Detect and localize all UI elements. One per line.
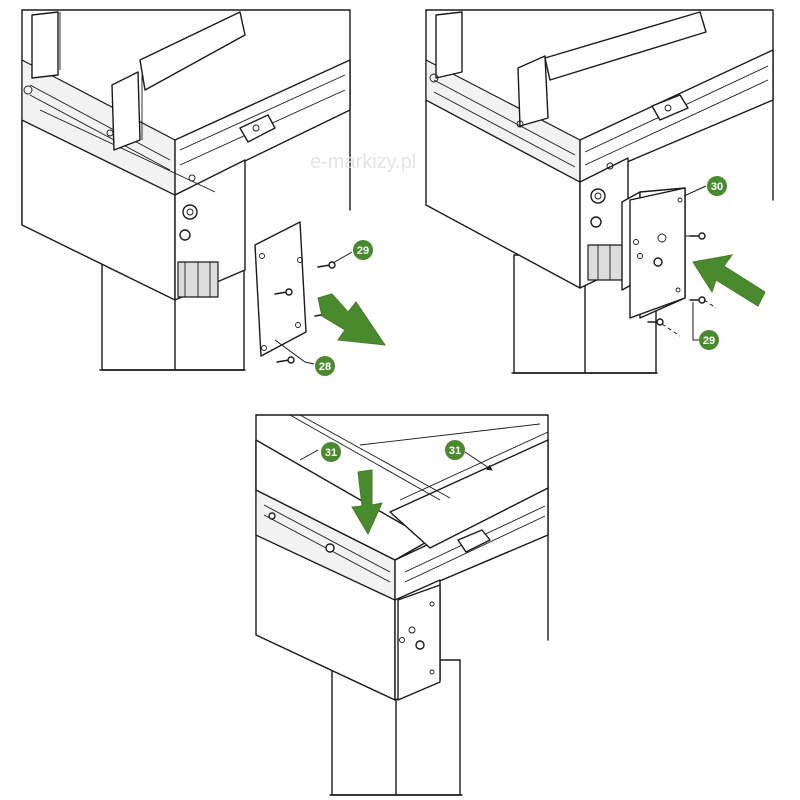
- panel-3-insert-profiles: 31 31: [255, 414, 549, 796]
- cover-plate: [254, 221, 307, 357]
- panel-2-install-end-cap: 30 29: [425, 9, 774, 374]
- direction-arrow-icon: [317, 293, 387, 346]
- callout-label: 30: [711, 181, 723, 193]
- screw-icon: [647, 318, 681, 337]
- callout-badge: [353, 240, 373, 260]
- callout-badge: [707, 176, 727, 196]
- callout-label: 28: [319, 361, 331, 373]
- direction-arrow-icon: [692, 254, 766, 307]
- callout-badge: [699, 330, 719, 350]
- panel-1-remove-cover-plate: 29 28: [21, 9, 387, 376]
- callout-badge: [315, 356, 335, 376]
- callout-label: 29: [703, 335, 715, 347]
- callout-label: 31: [449, 445, 461, 457]
- screw-icon: [276, 356, 295, 364]
- watermark: e-markizy.pl: [310, 151, 416, 173]
- screw-icon: [686, 232, 706, 240]
- profile-right: [389, 439, 549, 549]
- direction-arrow-icon: [351, 469, 383, 536]
- callout-badge: [445, 440, 465, 460]
- callout-label: 31: [325, 447, 337, 459]
- screw-icon: [689, 296, 717, 309]
- callout-badge: [321, 442, 341, 462]
- callout-label: 29: [357, 245, 369, 257]
- screw-icon: [317, 261, 336, 269]
- screw-icon: [274, 288, 293, 296]
